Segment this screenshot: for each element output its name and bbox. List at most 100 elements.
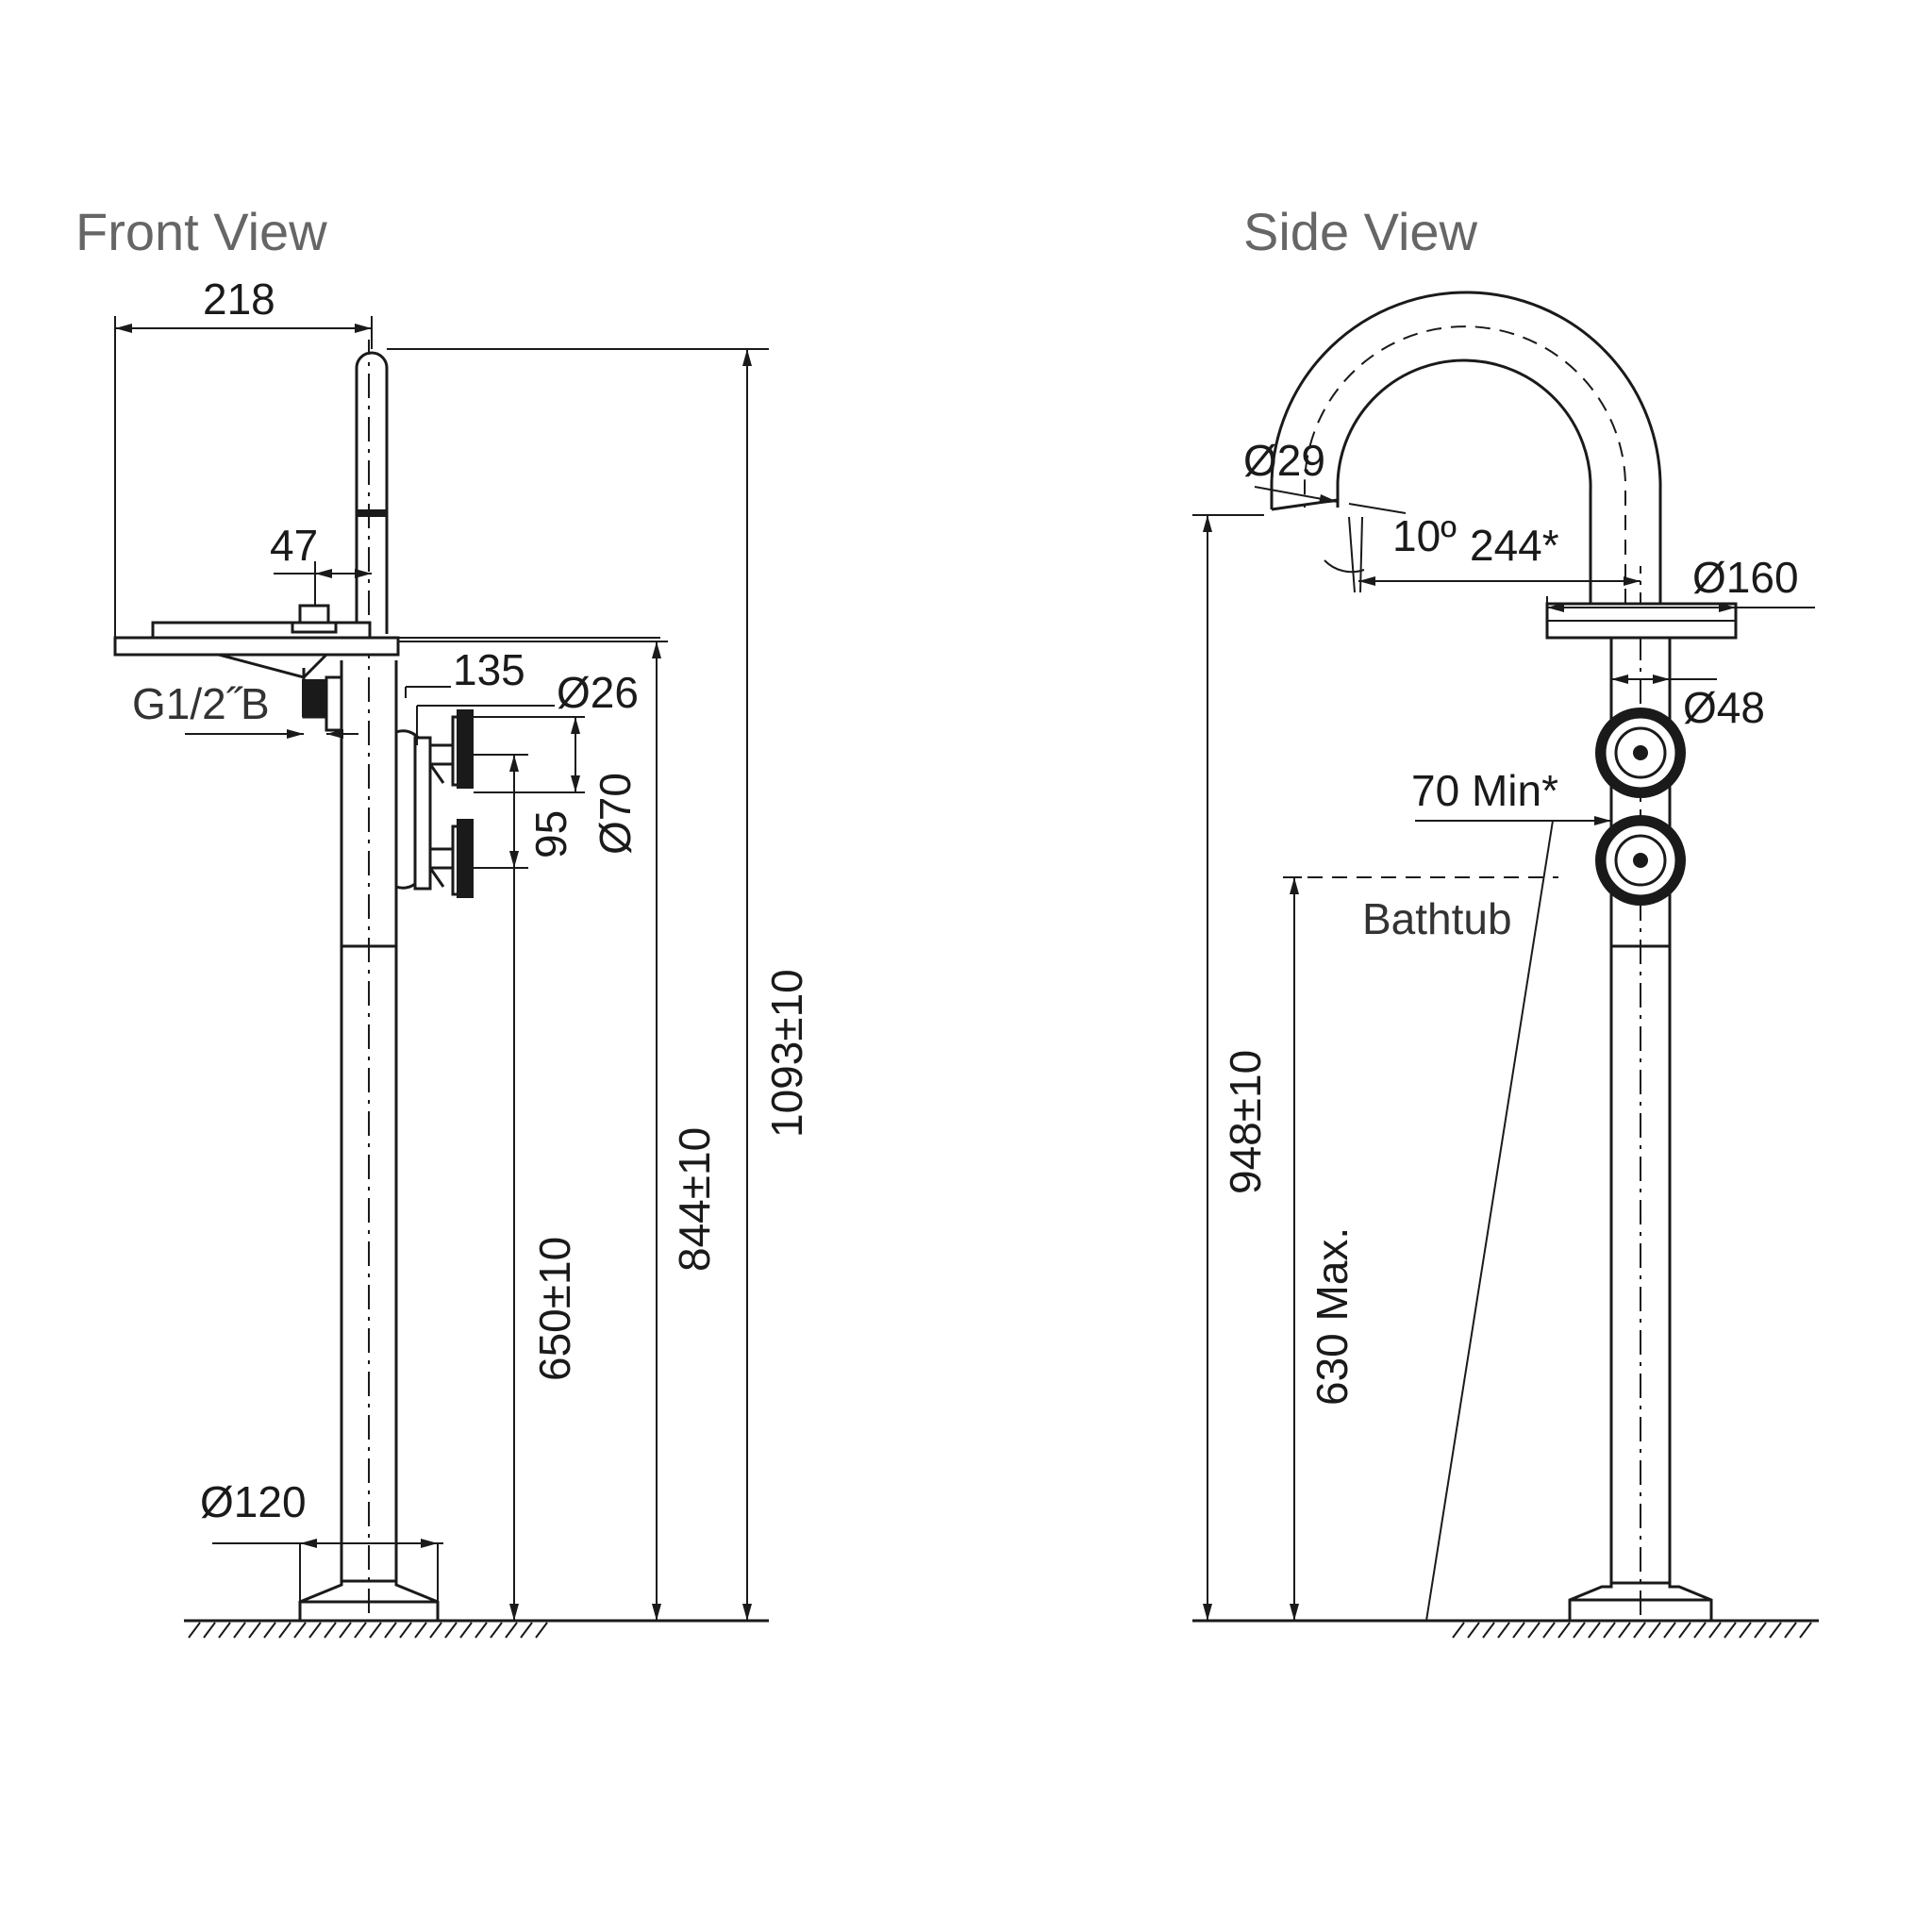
dim-dia-120-label: Ø120	[200, 1477, 307, 1526]
floor-hatch-mark	[1557, 1622, 1571, 1639]
floor-hatch-mark	[1467, 1622, 1480, 1639]
floor-hatch-mark	[188, 1622, 201, 1639]
floor-hatch-mark	[263, 1622, 276, 1639]
dim-inlet-thread: G1/2˝B	[132, 679, 358, 739]
floor-hatch-mark	[1724, 1622, 1737, 1639]
dim-clearance-70: 70 Min*	[1411, 766, 1611, 825]
floor-hatch-mark	[1512, 1622, 1525, 1639]
dim-630-label: 630 Max.	[1307, 1227, 1357, 1406]
dim-844: 844±10	[398, 641, 719, 1621]
dim-47: 47	[270, 521, 372, 606]
dim-650: 650±10	[509, 868, 579, 1621]
side-gooseneck-spout	[1270, 291, 1662, 604]
dim-body-dia-48: Ø48	[1611, 675, 1765, 732]
dim-reach-244: 244*	[1358, 521, 1641, 586]
dim-clearance-70-label: 70 Min*	[1411, 766, 1558, 815]
side-handle-lower	[1595, 815, 1686, 906]
dim-948: 948±10	[1192, 514, 1270, 1621]
dim-1093: 1093±10	[387, 348, 811, 1621]
dim-reach-244-label: 244*	[1470, 521, 1559, 570]
dim-spout-dia-29-label: Ø29	[1243, 436, 1325, 485]
floor-hatch-mark	[1588, 1622, 1601, 1639]
side-bathtub-edge: Bathtub	[1283, 820, 1558, 1622]
side-deck-plate	[1545, 602, 1738, 640]
floor-hatch-mark	[369, 1622, 382, 1639]
floor-hatch-mark	[1452, 1622, 1465, 1639]
floor-hatch-mark	[490, 1622, 503, 1639]
dim-dia-26: Ø26	[416, 668, 639, 745]
dim-844-label: 844±10	[670, 1127, 719, 1272]
dim-218-label: 218	[203, 275, 275, 324]
front-view: Front View	[75, 202, 811, 1639]
floor-hatch-mark	[1527, 1622, 1541, 1639]
floor-hatch-mark	[1482, 1622, 1495, 1639]
floor-hatch-mark	[218, 1622, 231, 1639]
bathtub-label: Bathtub	[1362, 894, 1512, 943]
floor-hatch-mark	[505, 1622, 518, 1639]
dim-47-label: 47	[270, 521, 318, 570]
floor-hatch-mark	[293, 1622, 307, 1639]
dim-650-label: 650±10	[530, 1237, 579, 1381]
floor-hatch-mark	[384, 1622, 397, 1639]
floor-hatch-mark	[1633, 1622, 1646, 1639]
front-handles	[395, 709, 474, 898]
floor-hatch-mark	[1784, 1622, 1797, 1639]
floor-hatch-mark	[429, 1622, 442, 1639]
dim-95: 95	[472, 754, 575, 869]
floor-hatch-mark	[1678, 1622, 1691, 1639]
floor-hatch-mark	[414, 1622, 427, 1639]
floor-hatch-mark	[444, 1622, 458, 1639]
floor-hatch-mark	[1663, 1622, 1676, 1639]
front-floor-line	[184, 1619, 769, 1639]
floor-hatch-mark	[248, 1622, 261, 1639]
dim-body-dia-48-label: Ø48	[1683, 683, 1765, 732]
dim-218: 218	[114, 275, 373, 638]
dim-plate-dia-160-label: Ø160	[1692, 553, 1799, 602]
floor-hatch-mark	[324, 1622, 337, 1639]
floor-hatch-mark	[1603, 1622, 1616, 1639]
floor-hatch-mark	[233, 1622, 246, 1639]
floor-hatch-mark	[1542, 1622, 1556, 1639]
dim-95-label: 95	[526, 810, 575, 858]
dim-angle-10: 10º	[1324, 511, 1457, 593]
floor-hatch-mark	[520, 1622, 533, 1639]
dim-948-label: 948±10	[1221, 1050, 1270, 1194]
side-view-title: Side View	[1243, 202, 1478, 261]
dim-135: 135	[396, 637, 660, 698]
front-spout-tray	[113, 604, 400, 732]
dim-spout-dia-29: Ø29	[1243, 436, 1407, 514]
floor-hatch-mark	[354, 1622, 367, 1639]
dim-inlet-thread-label: G1/2˝B	[132, 679, 270, 728]
side-view: Side View	[1192, 202, 1819, 1639]
floor-hatch-mark	[1573, 1622, 1586, 1639]
floor-hatch-mark	[1693, 1622, 1707, 1639]
front-column	[340, 340, 398, 1613]
floor-hatch-mark	[535, 1622, 548, 1639]
floor-hatch-mark	[1739, 1622, 1752, 1639]
dim-1093-label: 1093±10	[762, 969, 811, 1138]
side-floor-line	[1192, 1619, 1819, 1639]
floor-hatch-mark	[278, 1622, 291, 1639]
floor-hatch-mark	[203, 1622, 216, 1639]
dim-plate-dia-160: Ø160	[1546, 553, 1815, 612]
floor-hatch-mark	[459, 1622, 473, 1639]
floor-hatch-mark	[1648, 1622, 1661, 1639]
floor-hatch-mark	[1799, 1622, 1812, 1639]
floor-hatch-mark	[1708, 1622, 1722, 1639]
dim-dia-70-label: Ø70	[591, 773, 640, 855]
floor-hatch-mark	[399, 1622, 412, 1639]
dim-135-label: 135	[453, 645, 525, 694]
dim-630: 630 Max.	[1283, 876, 1357, 1621]
dim-dia-70: Ø70	[474, 716, 640, 855]
floor-hatch-mark	[339, 1622, 352, 1639]
floor-hatch-mark	[1618, 1622, 1631, 1639]
front-view-title: Front View	[75, 202, 327, 261]
floor-hatch-mark	[475, 1622, 488, 1639]
floor-hatch-mark	[1497, 1622, 1510, 1639]
floor-hatch-mark	[1754, 1622, 1767, 1639]
dim-dia-26-label: Ø26	[557, 668, 639, 717]
floor-hatch-mark	[1769, 1622, 1782, 1639]
floor-hatch-mark	[308, 1622, 322, 1639]
front-hand-shower	[355, 351, 389, 634]
